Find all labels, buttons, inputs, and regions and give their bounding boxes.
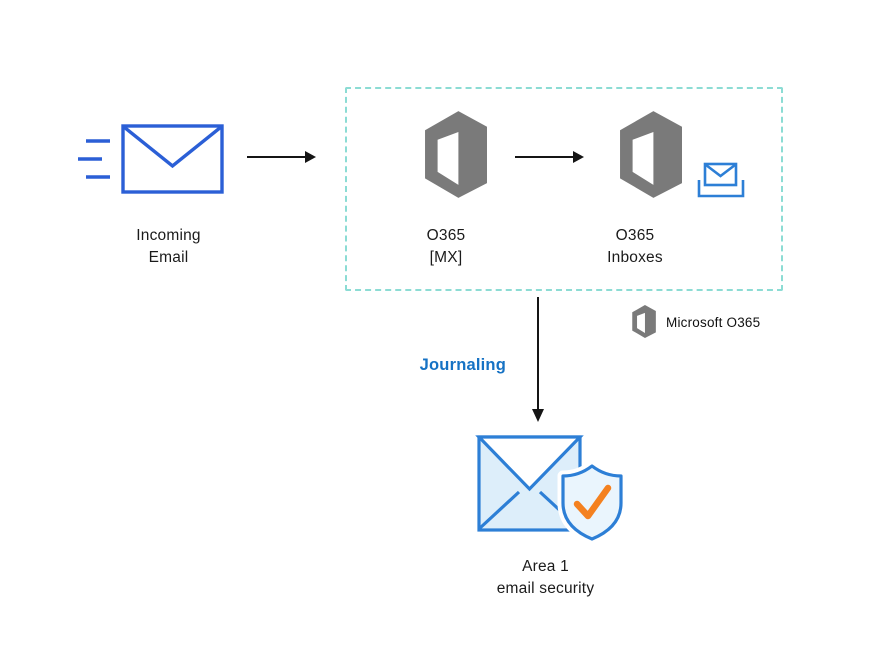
o365-inboxes-label-line1: O365	[615, 227, 655, 244]
inbox-envelope-icon	[697, 161, 745, 204]
microsoft-office-logo-icon	[425, 111, 487, 198]
o365-inboxes-label-line2: Inboxes	[607, 249, 663, 266]
envelope-in-tray-icon	[697, 162, 745, 198]
incoming-email-label-line2: Email	[148, 249, 189, 266]
o365-boundary-box	[345, 87, 783, 291]
arrow-down-icon	[528, 297, 548, 428]
envelope-with-speed-lines-icon	[78, 124, 224, 194]
o365-mx-label: O365 [MX]	[391, 225, 501, 269]
incoming-email-icon	[76, 122, 226, 203]
microsoft-office-logo-icon	[620, 111, 682, 198]
o365-mx-label-line1: O365	[426, 227, 466, 244]
area1-label-line1: Area 1	[522, 558, 569, 575]
area1-label-line2: email security	[496, 580, 595, 597]
envelope-with-shield-checkmark-icon	[475, 435, 627, 545]
o365-mx-label-line2: [MX]	[429, 249, 463, 266]
area1-label: Area 1 email security	[463, 556, 628, 600]
incoming-email-label-line1: Incoming	[136, 227, 201, 244]
microsoft-o365-legend-icon	[626, 305, 656, 343]
arrow-right-1-icon	[247, 148, 317, 171]
area1-email-security-icon	[474, 432, 630, 551]
arrow-right-2-icon	[515, 148, 585, 171]
o365-inboxes-label: O365 Inboxes	[580, 225, 690, 269]
o365-inboxes-icon	[604, 111, 682, 203]
microsoft-o365-legend-label: Microsoft O365	[666, 315, 761, 330]
microsoft-office-logo-icon	[632, 305, 656, 338]
o365-mx-icon	[409, 111, 487, 203]
journaling-label: Journaling	[419, 356, 506, 374]
incoming-email-label: Incoming Email	[96, 225, 241, 269]
